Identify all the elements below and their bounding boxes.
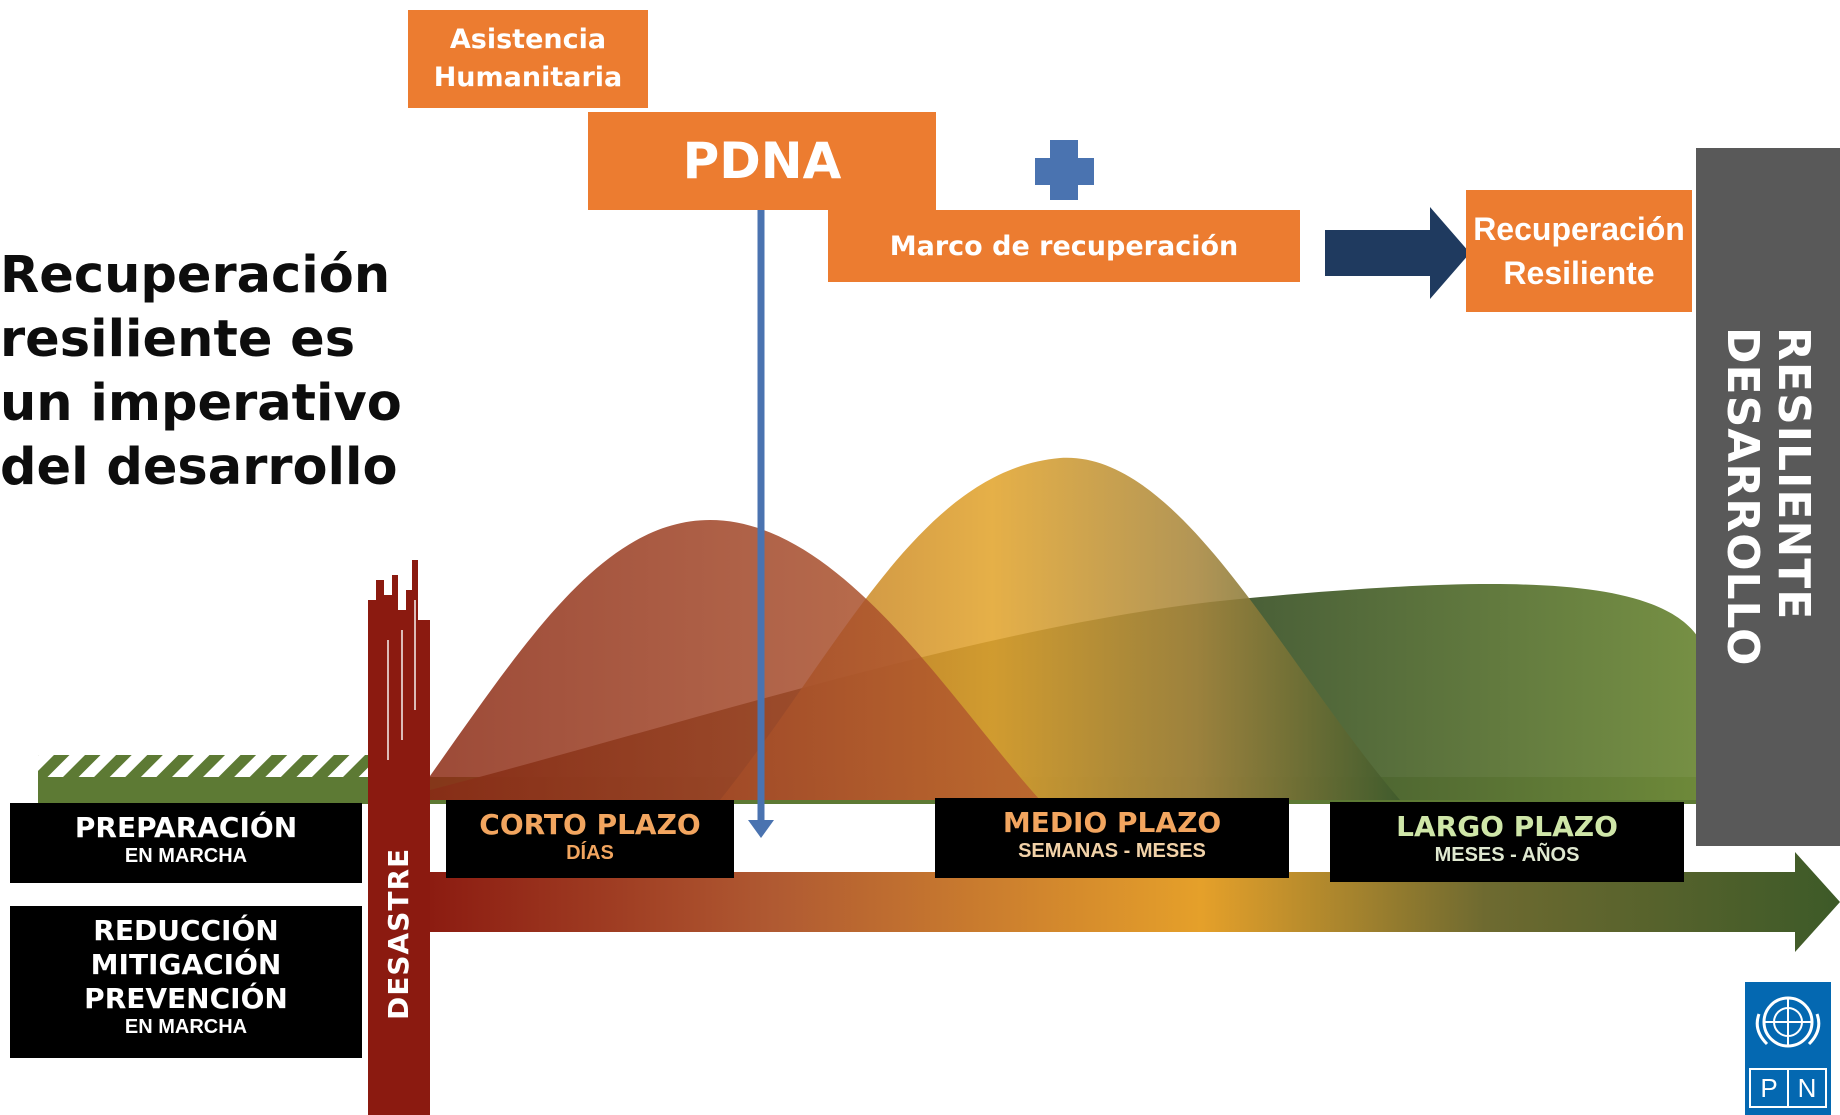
phase-corto-title: CORTO PLAZO (479, 808, 701, 841)
phase-largo-plazo: LARGO PLAZO MESES - AÑOS (1330, 802, 1684, 882)
pdna-label: PDNA (682, 132, 842, 190)
disaster-column (368, 785, 430, 1115)
navy-arrow-icon (1325, 207, 1470, 299)
asistencia-line-2: Humanitaria (433, 62, 623, 93)
plus-icon (1035, 140, 1094, 200)
phase-preparacion: PREPARACIÓN EN MARCHA (10, 803, 362, 883)
phase-medio-title: MEDIO PLAZO (1002, 806, 1222, 839)
phase-preparacion-title: PREPARACIÓN (74, 811, 298, 844)
phase-preparacion-sub: EN MARCHA (124, 845, 248, 867)
un-emblem-icon (1755, 996, 1821, 1048)
side-bar-line-2: RESILIENTE (1768, 327, 1819, 621)
undp-logo: P N (1745, 982, 1831, 1115)
disaster-spikes (368, 560, 430, 790)
disaster-label: DESASTRE (382, 847, 415, 1020)
phase-medio-sub: SEMANAS - MESES (1018, 840, 1206, 862)
recuperacion-line-1: Recuperación (1473, 211, 1685, 247)
marco-recuperacion-box: Marco de recuperación (828, 210, 1300, 282)
asistencia-line-1: Asistencia (449, 24, 607, 55)
reduction-box: REDUCCIÓN MITIGACIÓN PREVENCIÓN EN MARCH… (10, 906, 362, 1058)
reduction-line-3: PREVENCIÓN (84, 982, 288, 1015)
headline-line-3: un imperativo (0, 374, 402, 433)
asistencia-humanitaria-box: Asistencia Humanitaria (408, 10, 648, 108)
reduction-line-1: REDUCCIÓN (93, 914, 279, 947)
headline-line-4: del desarrollo (0, 438, 398, 497)
logo-letter-p: P (1749, 1068, 1789, 1108)
recuperacion-line-2: Resiliente (1503, 255, 1655, 291)
phase-medio-plazo: MEDIO PLAZO SEMANAS - MESES (935, 798, 1289, 878)
marco-label: Marco de recuperación (889, 230, 1239, 262)
phase-corto-sub: DÍAS (566, 842, 614, 864)
pdna-line-arrowhead (748, 820, 774, 838)
desarrollo-resiliente-bar: DESARROLLO RESILIENTE (1696, 148, 1840, 846)
short-term-curve (420, 520, 1040, 800)
headline-line-1: Recuperación (0, 246, 391, 305)
phase-corto-plazo: CORTO PLAZO DÍAS (446, 800, 734, 878)
reduction-sub: EN MARCHA (124, 1016, 248, 1038)
recuperacion-resiliente-box: Recuperación Resiliente (1466, 190, 1692, 312)
headline: Recuperación resiliente es un imperativo… (0, 244, 402, 500)
phase-largo-title: LARGO PLAZO (1396, 810, 1618, 843)
pdna-box: PDNA (588, 112, 936, 210)
headline-line-2: resiliente es (0, 310, 356, 369)
hatched-band (38, 755, 368, 777)
reduction-line-2: MITIGACIÓN (90, 948, 282, 981)
phase-largo-sub: MESES - AÑOS (1434, 844, 1580, 866)
side-bar-line-1: DESARROLLO (1717, 327, 1768, 667)
logo-letter-n: N (1789, 1068, 1827, 1108)
